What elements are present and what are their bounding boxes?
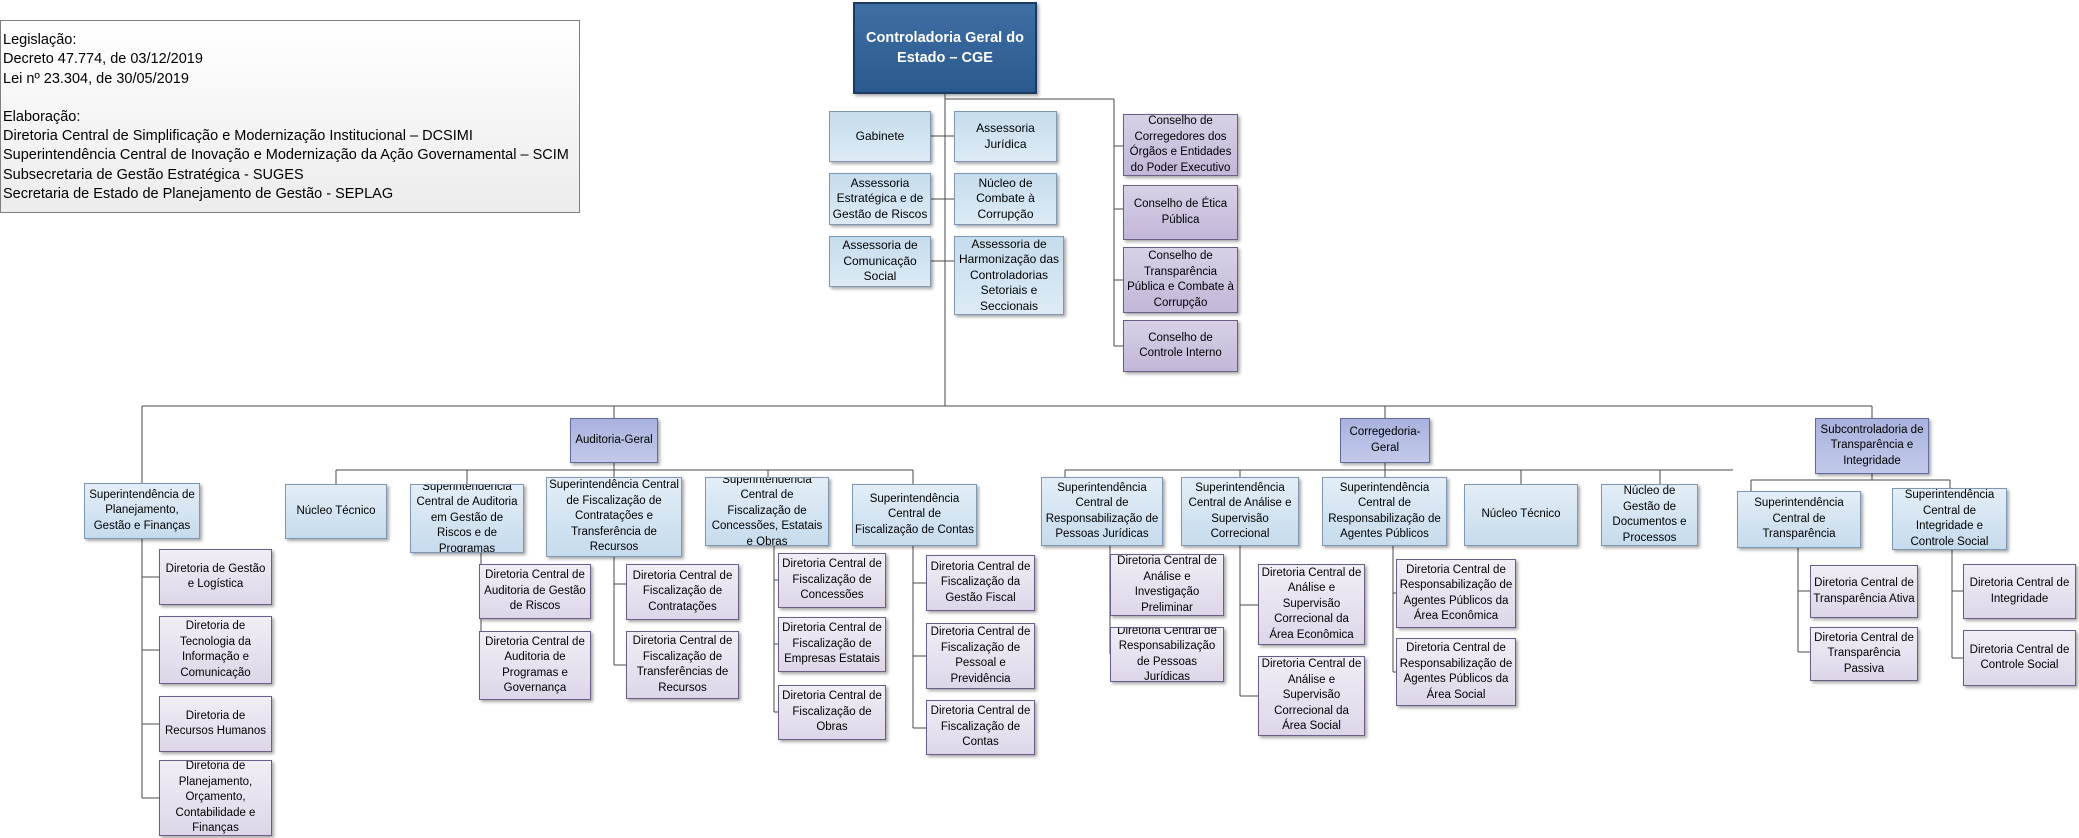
org-node-dir-transparencia-ativa: Diretoria Central de Transparência Ativa [1810,565,1918,618]
org-node-dir-tecnologia: Diretoria de Tecnologia da Informação e … [159,616,272,684]
org-node-dir-resp-economica: Diretoria Central de Responsabilização d… [1396,559,1516,628]
org-node-sup-resp-agentes: Superintendência Central de Responsabili… [1322,477,1447,546]
legislation-title: Legislação: [3,32,77,48]
org-node-dir-fisc-transferencias: Diretoria Central de Fiscalização de Tra… [626,631,739,699]
org-node-dir-fisc-pessoal: Diretoria Central de Fiscalização de Pes… [926,623,1035,689]
org-node-sup-fisc-concessoes: Superintendência Central de Fiscalização… [705,477,829,546]
org-node-dir-gestao-logistica: Diretoria de Gestão e Logística [159,549,272,605]
org-node-sup-analise-supervisao: Superintendência Central de Análise e Su… [1181,477,1299,546]
org-node-root: Controladoria Geral do Estado – CGE [853,2,1037,94]
org-node-assessoria-comunicacao: Assessoria de Comunicação Social [829,236,931,287]
org-node-sup-auditoria-riscos: Superintendência Central de Auditoria em… [410,484,524,553]
elaboration-dcsimi: Diretoria Central de Simplificação e Mod… [3,128,473,145]
org-node-assessoria-harmonizacao: Assessoria de Harmonização das Controlad… [954,236,1064,315]
org-node-subcontroladoria: Subcontroladoria de Transparência e Inte… [1815,418,1929,474]
legislation-info-box: Legislação: Decreto 47.774, de 03/12/201… [0,20,580,213]
org-node-nucleo-combate: Núcleo de Combate à Corrupção [954,173,1057,225]
org-node-dir-fisc-empresas: Diretoria Central de Fiscalização de Emp… [778,617,886,672]
org-node-dir-controle-social: Diretoria Central de Controle Social [1963,630,2076,686]
org-node-assessoria-juridica: Assessoria Jurídica [954,111,1057,162]
org-node-dir-fisc-concessoes: Diretoria Central de Fiscalização de Con… [778,553,886,608]
elaboration-seplag: Secretaria de Estado de Planejamento de … [3,186,394,203]
org-node-dir-fisc-obras: Diretoria Central de Fiscalização de Obr… [778,685,886,740]
org-node-conselho-controle: Conselho de Controle Interno [1123,320,1238,372]
org-node-dir-transparencia-passiva: Diretoria Central de Transparência Passi… [1810,627,1918,681]
org-node-dir-analise-investigacao: Diretoria Central de Análise e Investiga… [1110,554,1224,616]
org-node-corregedoria-geral: Corregedoria-Geral [1340,418,1430,463]
org-node-dir-resp-pj: Diretoria Central de Responsabilização d… [1110,627,1224,682]
elaboration-scim: Superintendência Central de Inovação e M… [3,147,569,164]
org-node-ag-nucleo-tecnico: Núcleo Técnico [285,484,387,539]
org-node-sup-planejamento: Superintendência de Planejamento, Gestão… [84,483,200,539]
org-node-nucleo-documentos: Núcleo de Gestão de Documentos e Process… [1601,484,1698,546]
org-node-cg-nucleo-tecnico: Núcleo Técnico [1464,484,1578,546]
org-node-dir-analise-social: Diretoria Central de Análise e Supervisã… [1258,656,1365,736]
org-node-conselho-transparencia: Conselho de Transparência Pública e Comb… [1123,247,1238,313]
org-node-sup-resp-pj: Superintendência Central de Responsabili… [1041,477,1163,546]
org-node-auditoria-geral: Auditoria-Geral [570,418,658,463]
org-node-assessoria-estrategica: Assessoria Estratégica e de Gestão de Ri… [829,173,931,225]
org-node-conselho-corregedores: Conselho de Corregedores dos Órgãos e En… [1123,114,1238,176]
org-node-dir-planejamento: Diretoria de Planejamento, Orçamento, Co… [159,760,272,836]
org-node-conselho-etica: Conselho de Ética Pública [1123,185,1238,240]
org-node-sup-fisc-contas: Superintendência Central de Fiscalização… [852,484,977,546]
org-node-dir-auditoria-riscos: Diretoria Central de Auditoria de Gestão… [479,564,591,619]
elaboration-title: Elaboração: [3,108,81,125]
org-node-dir-integridade: Diretoria Central de Integridade [1963,564,2076,619]
org-node-sup-transparencia: Superintendência Central de Transparênci… [1737,491,1861,548]
org-node-dir-resp-social: Diretoria Central de Responsabilização d… [1396,638,1516,706]
org-node-dir-auditoria-programas: Diretoria Central de Auditoria de Progra… [479,631,591,700]
org-node-dir-fisc-gestao-fiscal: Diretoria Central de Fiscalização da Ges… [926,555,1035,611]
legislation-lei: Lei nº 23.304, de 30/05/2019 [3,70,189,87]
elaboration-suges: Subsecretaria de Gestão Estratégica - SU… [3,166,304,183]
org-node-dir-analise-economica: Diretoria Central de Análise e Supervisã… [1258,564,1365,645]
org-node-dir-rh: Diretoria de Recursos Humanos [159,696,272,752]
legislation-decreto: Decreto 47.774, de 03/12/2019 [3,51,203,68]
org-node-sup-fisc-contratacoes: Superintendência Central de Fiscalização… [546,477,682,557]
org-node-gabinete: Gabinete [829,111,931,162]
org-node-dir-fisc-contas: Diretoria Central de Fiscalização de Con… [926,700,1035,755]
org-node-sup-integridade: Superintendência Central de Integridade … [1892,488,2007,550]
org-node-dir-fisc-contratacoes: Diretoria Central de Fiscalização de Con… [626,564,739,620]
